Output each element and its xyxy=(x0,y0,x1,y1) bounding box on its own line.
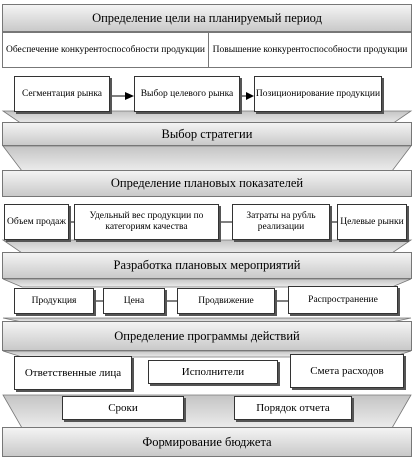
activity-product: Продукция xyxy=(14,288,94,314)
program-budget-estimate: Смета расходов xyxy=(290,354,404,388)
activity-distribution: Распространение xyxy=(288,286,398,314)
indicator-cost-per-ruble: Затраты на рубль реализации xyxy=(232,204,330,240)
stage-strategy: Выбор стратегии xyxy=(2,122,412,146)
stage-action-program: Определение программы действий xyxy=(2,321,412,351)
funnel-2 xyxy=(2,145,412,172)
goals-table: Обеспечение конкурентоспособности продук… xyxy=(2,32,412,68)
stage-budget-formation: Формирование бюджета xyxy=(2,427,412,457)
stage-budget-formation-label: Формирование бюджета xyxy=(142,434,272,449)
stage-goal-definition: Определение цели на планируемый период xyxy=(2,4,412,32)
stage-planned-indicators: Определение плановых показателей xyxy=(2,170,412,197)
goal-right: Повышение конкурентоспособности продукци… xyxy=(212,44,408,55)
goal-left: Обеспечение конкурентоспособности продук… xyxy=(3,33,209,67)
stage-activities-label: Разработка плановых мероприятий xyxy=(113,258,301,272)
stage-goal-definition-label: Определение цели на планируемый период xyxy=(92,10,322,25)
program-responsible: Ответственные лица xyxy=(14,356,132,390)
stage-activities: Разработка плановых мероприятий xyxy=(2,252,412,279)
program-reporting-order: Порядок отчета xyxy=(234,396,352,420)
stage-strategy-label: Выбор стратегии xyxy=(161,126,253,141)
market-step-target: Выбор целевого рынка xyxy=(134,76,240,112)
program-executors: Исполнители xyxy=(148,360,278,384)
program-deadlines: Сроки xyxy=(62,396,184,420)
market-step-positioning: Позиционирование продукции xyxy=(254,76,382,112)
stage-planned-indicators-label: Определение плановых показателей xyxy=(110,176,304,190)
market-step-segmentation: Сегментация рынка xyxy=(14,76,110,112)
arrow-market-2 xyxy=(246,92,254,100)
stage-action-program-label: Определение программы действий xyxy=(114,328,300,343)
activity-price: Цена xyxy=(103,288,165,314)
indicator-sales-volume: Объем продаж xyxy=(4,204,69,240)
arrow-market-1 xyxy=(125,92,134,100)
activity-promotion: Продвижение xyxy=(177,288,275,314)
indicator-quality-share: Удельный вес продукции по категориям кач… xyxy=(74,204,219,240)
indicator-target-markets: Целевые рынки xyxy=(337,204,407,240)
